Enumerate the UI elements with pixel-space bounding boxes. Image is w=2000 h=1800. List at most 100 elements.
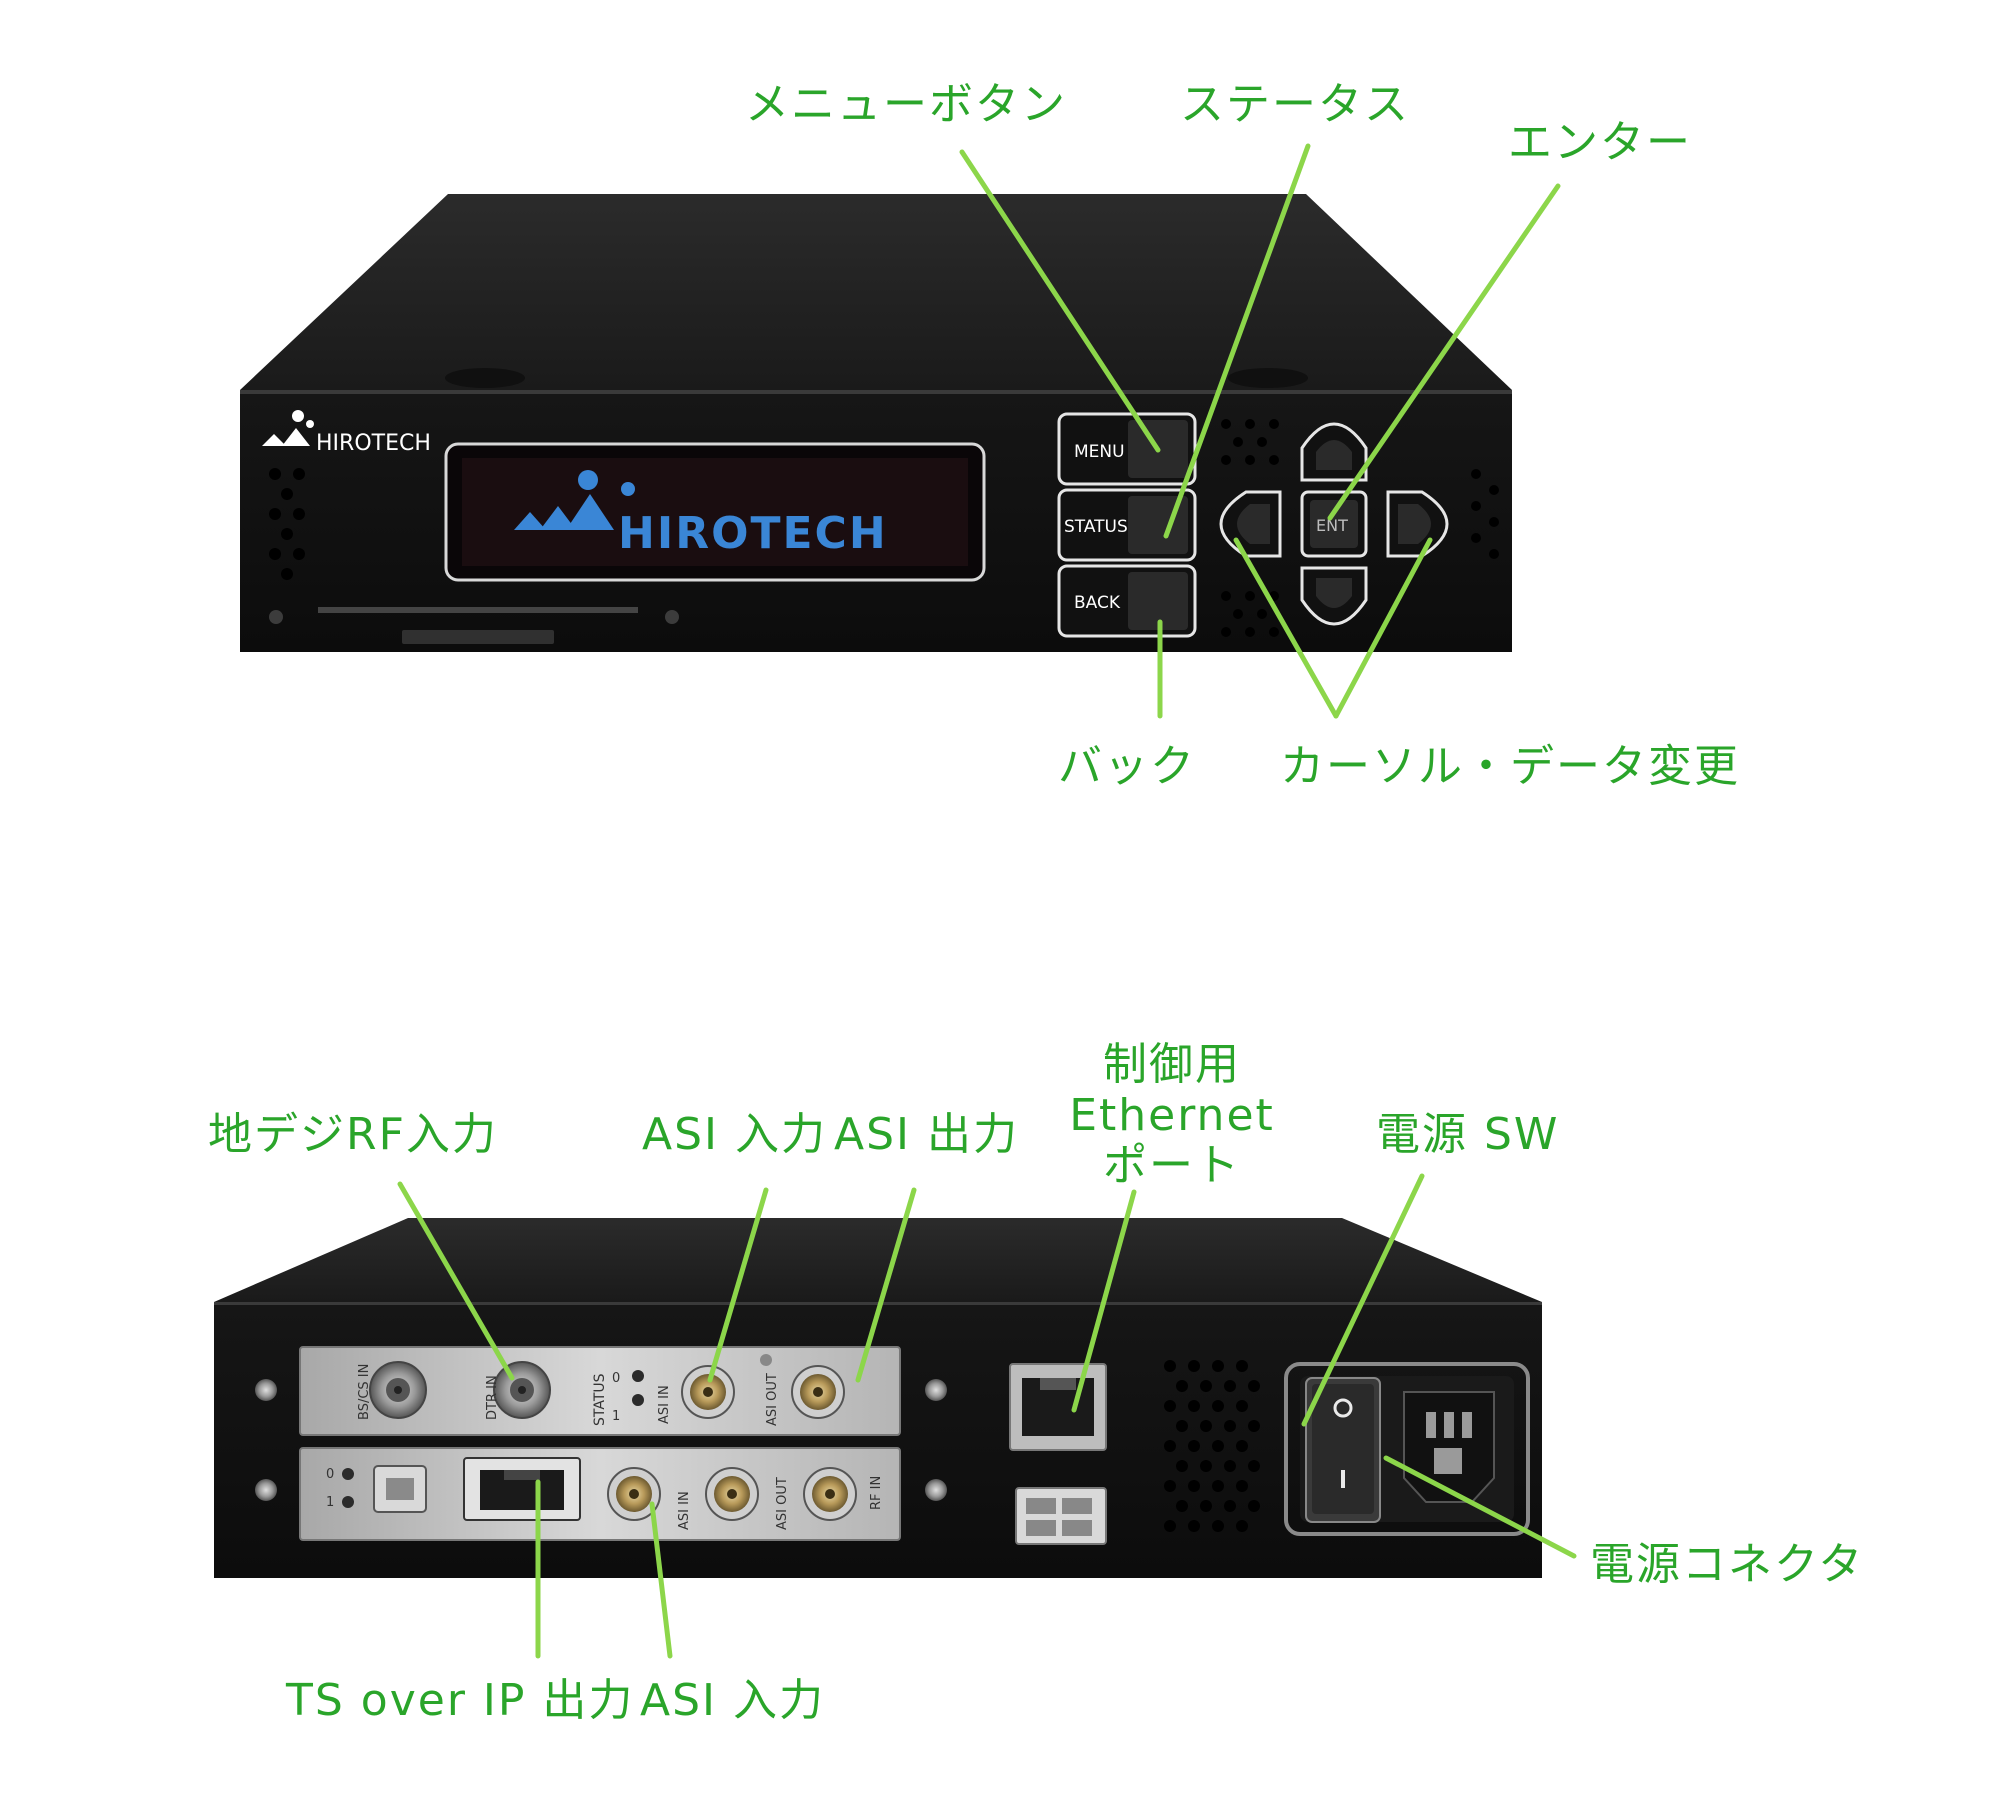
callout-status: ステータス bbox=[1180, 79, 1410, 130]
callout-control-ethernet-line2: Ethernet bbox=[1069, 1089, 1275, 1141]
callout-asi-in-bottom: ASI 入力 bbox=[640, 1675, 825, 1726]
status-button-label: STATUS bbox=[1064, 517, 1128, 537]
vent-hole bbox=[1236, 1480, 1248, 1492]
leader-dtv-rf bbox=[397, 1181, 515, 1381]
bscs-in-connector[interactable] bbox=[369, 1361, 427, 1419]
rear-screws bbox=[255, 1379, 947, 1501]
asi-out-connector-top[interactable] bbox=[791, 1365, 845, 1419]
vent-hole bbox=[1236, 1400, 1248, 1412]
down-arrow-button[interactable] bbox=[1300, 566, 1368, 626]
dtr-in-connector[interactable] bbox=[493, 1361, 551, 1419]
asi-in-connector-top[interactable] bbox=[681, 1365, 735, 1419]
leader-enter bbox=[1327, 183, 1561, 521]
rear-vent bbox=[1164, 1360, 1260, 1532]
vent-hole bbox=[1164, 1360, 1176, 1372]
callout-dtv-rf-in: 地デジRF入力 bbox=[208, 1109, 498, 1160]
vent-hole bbox=[1248, 1460, 1260, 1472]
leader-asi-in-top bbox=[707, 1187, 769, 1383]
callout-ts-over-ip: TS over IP 出力 bbox=[286, 1675, 635, 1726]
vent-hole bbox=[1248, 1380, 1260, 1392]
power-module bbox=[1284, 1362, 1530, 1536]
callout-asi-in-top: ASI 入力 bbox=[642, 1109, 827, 1160]
terminal-block bbox=[1015, 1487, 1107, 1545]
control-ethernet-port[interactable] bbox=[1009, 1363, 1107, 1451]
dtr-in-label: DTR IN bbox=[485, 1375, 500, 1420]
back-button[interactable]: BACK bbox=[1057, 564, 1197, 638]
vent-hole bbox=[1188, 1400, 1200, 1412]
asi-in-connector-bottom[interactable] bbox=[607, 1467, 661, 1521]
vent-hole bbox=[1236, 1520, 1248, 1532]
power-connector[interactable] bbox=[1403, 1391, 1495, 1503]
vent-hole bbox=[1212, 1360, 1224, 1372]
leader-menu bbox=[959, 149, 1161, 453]
vent-hole bbox=[1188, 1440, 1200, 1452]
enter-button-label: ENT bbox=[1316, 516, 1348, 535]
vent-hole bbox=[1212, 1480, 1224, 1492]
vent-hole bbox=[1236, 1440, 1248, 1452]
vent-hole bbox=[1164, 1480, 1176, 1492]
vent-hole bbox=[1176, 1380, 1188, 1392]
vent-hole bbox=[1248, 1500, 1260, 1512]
rf-in-label-bottom: RF IN bbox=[869, 1476, 884, 1510]
brand-logo: HIROTECH bbox=[262, 410, 431, 456]
leader-asi-out-top bbox=[855, 1187, 917, 1383]
logo-text: HIROTECH bbox=[316, 431, 431, 456]
usb-b-port[interactable] bbox=[373, 1465, 427, 1513]
vent-hole bbox=[1164, 1400, 1176, 1412]
ts-over-ip-port[interactable] bbox=[463, 1457, 581, 1521]
vent-hole bbox=[1188, 1520, 1200, 1532]
callout-cursor: カーソル・データ変更 bbox=[1280, 741, 1740, 792]
menu-button[interactable]: MENU bbox=[1057, 412, 1197, 486]
callout-back: バック bbox=[1058, 741, 1196, 792]
vent-hole bbox=[1248, 1420, 1260, 1432]
asi-out-label-top: ASI OUT bbox=[765, 1373, 780, 1426]
callout-control-ethernet-line3: ポート bbox=[1102, 1140, 1241, 1192]
display-logo: HIROTECH bbox=[514, 470, 886, 559]
leader-power-connector bbox=[1383, 1455, 1577, 1559]
vent-hole bbox=[1224, 1460, 1236, 1472]
vent-hole bbox=[1188, 1480, 1200, 1492]
sd-slot bbox=[402, 630, 554, 644]
power-off-mark bbox=[1333, 1398, 1353, 1418]
up-arrow-button[interactable] bbox=[1300, 422, 1368, 482]
status-led-1 bbox=[632, 1370, 644, 1382]
module-led-1 bbox=[342, 1468, 354, 1480]
leader-ethernet bbox=[1071, 1189, 1137, 1413]
status-led-2 bbox=[632, 1394, 644, 1406]
asi-connector-bottom-3[interactable] bbox=[803, 1467, 857, 1521]
front-top-cover bbox=[240, 194, 1512, 390]
status-label: STATUS bbox=[592, 1373, 608, 1426]
leader-cursor-right bbox=[1333, 537, 1433, 719]
asi-in-label-top: ASI IN bbox=[657, 1385, 672, 1424]
vent-hole bbox=[1176, 1500, 1188, 1512]
vent-hole bbox=[1200, 1500, 1212, 1512]
power-switch[interactable] bbox=[1305, 1377, 1381, 1523]
callout-menu-button: メニューボタン bbox=[745, 79, 1067, 130]
vent-hole bbox=[1188, 1360, 1200, 1372]
callout-power-connector: 電源コネクタ bbox=[1590, 1539, 1865, 1590]
asi-in-label-bottom: ASI IN bbox=[677, 1491, 692, 1530]
leader-status bbox=[1163, 143, 1311, 539]
vent-hole bbox=[1200, 1460, 1212, 1472]
asi-connector-bottom-2[interactable] bbox=[705, 1467, 759, 1521]
tuner-module: BS/CS IN DTR IN STATUS 1 0 ASI IN ASI OU… bbox=[299, 1346, 901, 1436]
asi-out-label-bottom: ASI OUT bbox=[775, 1477, 790, 1530]
callout-control-ethernet-line1: 制御用 bbox=[1102, 1039, 1241, 1090]
callout-control-ethernet: 制御用 Ethernet ポート bbox=[1069, 1039, 1275, 1192]
led-zero-label-bottom: 0 bbox=[326, 1467, 334, 1482]
rear-unit: BS/CS IN DTR IN STATUS 1 0 ASI IN ASI OU… bbox=[214, 1218, 1542, 1578]
left-vent bbox=[269, 468, 305, 580]
leader-asi-in-bottom bbox=[649, 1501, 673, 1659]
vent-hole bbox=[1224, 1500, 1236, 1512]
leader-lines bbox=[397, 143, 1577, 1659]
led-one-label-bottom: 1 bbox=[326, 1495, 334, 1510]
status-button[interactable]: STATUS bbox=[1057, 488, 1197, 562]
keypad-vent bbox=[1221, 419, 1499, 637]
enter-button[interactable]: ENT bbox=[1300, 490, 1368, 558]
module-led-2 bbox=[342, 1496, 354, 1508]
vent-hole bbox=[1224, 1420, 1236, 1432]
front-unit: HIROTECH HIROTECH MEN bbox=[240, 194, 1512, 652]
leader-power-sw bbox=[1301, 1173, 1425, 1427]
vent-hole bbox=[1164, 1440, 1176, 1452]
